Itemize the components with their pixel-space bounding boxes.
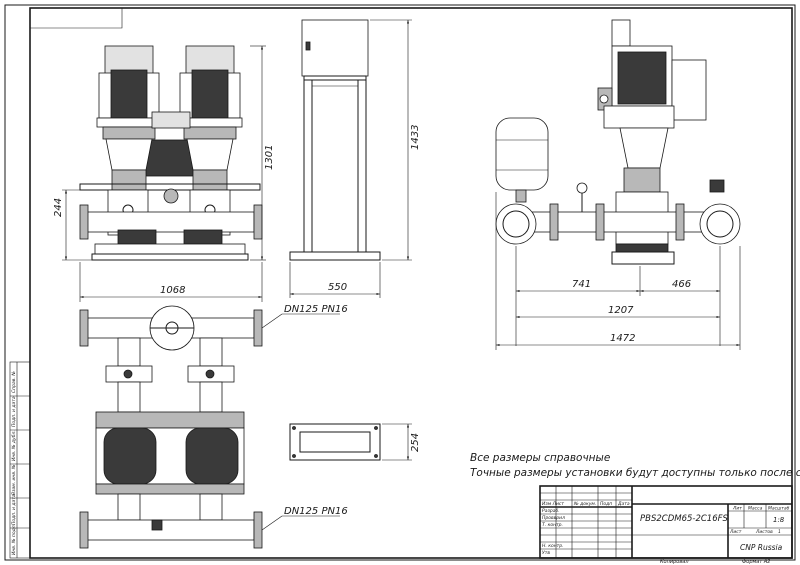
- tb-mass: Масса: [748, 506, 763, 512]
- motor-right: [177, 45, 243, 140]
- cabinet-view: 1433 550: [289, 19, 421, 298]
- tb-row-sign: Подп: [600, 501, 612, 507]
- tb-row-check: Провврил: [542, 515, 565, 521]
- stamp-inv-dub: Инв. № дубл.: [11, 430, 17, 461]
- tb-company: CNP Russia: [740, 543, 783, 552]
- stamp-sign-date-1: Подп. и дата: [11, 494, 17, 525]
- side-view: 741 466 1207 1472: [495, 19, 741, 350]
- tb-scale-value: 1:8: [773, 516, 785, 524]
- dim-254: 254: [410, 433, 421, 452]
- dim-1207: 1207: [608, 305, 634, 316]
- stamp-inv-orig: Инв. № подл.: [11, 524, 17, 555]
- motor-left: [96, 45, 162, 140]
- tb-scale-label: Масштаб: [768, 506, 790, 512]
- label-dn-bottom: DN125 PN16: [284, 506, 348, 517]
- tb-copied: Копировал: [660, 559, 689, 565]
- dim-1068: 1068: [160, 285, 185, 296]
- tb-format: Формат A2: [742, 559, 770, 565]
- stamp-sign-date-2: Подп. и дата: [11, 396, 17, 427]
- front-view: 1301 244 1068: [53, 45, 275, 302]
- note-line-1: Все размеры справочные: [470, 452, 610, 464]
- dim-466: 466: [672, 279, 691, 290]
- tb-row-docno: № докум.: [573, 501, 596, 507]
- note-line-2: Точные размеры установки будут доступны …: [470, 467, 800, 479]
- tb-row-change: Изм Лист: [542, 501, 564, 507]
- tb-row-dev: Разраб.: [542, 508, 560, 514]
- tb-row-appr: Утв: [542, 550, 550, 556]
- cabinet-plan: 254: [289, 423, 421, 461]
- dim-1433: 1433: [410, 125, 421, 150]
- dim-1301: 1301: [264, 145, 275, 170]
- side-stamp: Инв. № подл. Подп. и дата Взам. инв. № И…: [9, 361, 31, 559]
- tb-sheet: Лист: [729, 529, 742, 535]
- dim-1472: 1472: [610, 333, 635, 344]
- dim-741: 741: [572, 279, 591, 290]
- tb-row-date: Дата: [617, 501, 630, 507]
- stamp-sprav: Справ. №: [11, 371, 17, 393]
- plan-view: DN125 PN16 DN125 PN16: [79, 304, 348, 549]
- tb-designation: PBS2CDM65-2C16FS: [640, 514, 729, 524]
- dim-244: 244: [53, 198, 64, 217]
- tb-row-ncontr: Н. контр.: [542, 543, 564, 549]
- tb-row-tcontr: Т. контр.: [542, 522, 563, 528]
- tb-sheets-count: 1: [778, 529, 781, 535]
- drawing-frame: [4, 4, 796, 561]
- tb-sheets: Листов: [755, 529, 773, 535]
- label-dn-top: DN125 PN16: [284, 304, 348, 315]
- tb-lit: Лит: [732, 506, 742, 512]
- stamp-vzam: Взам. инв. №: [11, 464, 17, 495]
- dim-550: 550: [328, 282, 347, 293]
- title-block: Лит Масса Масштаб 1:8 Лист Листов 1 PBS2…: [539, 485, 793, 565]
